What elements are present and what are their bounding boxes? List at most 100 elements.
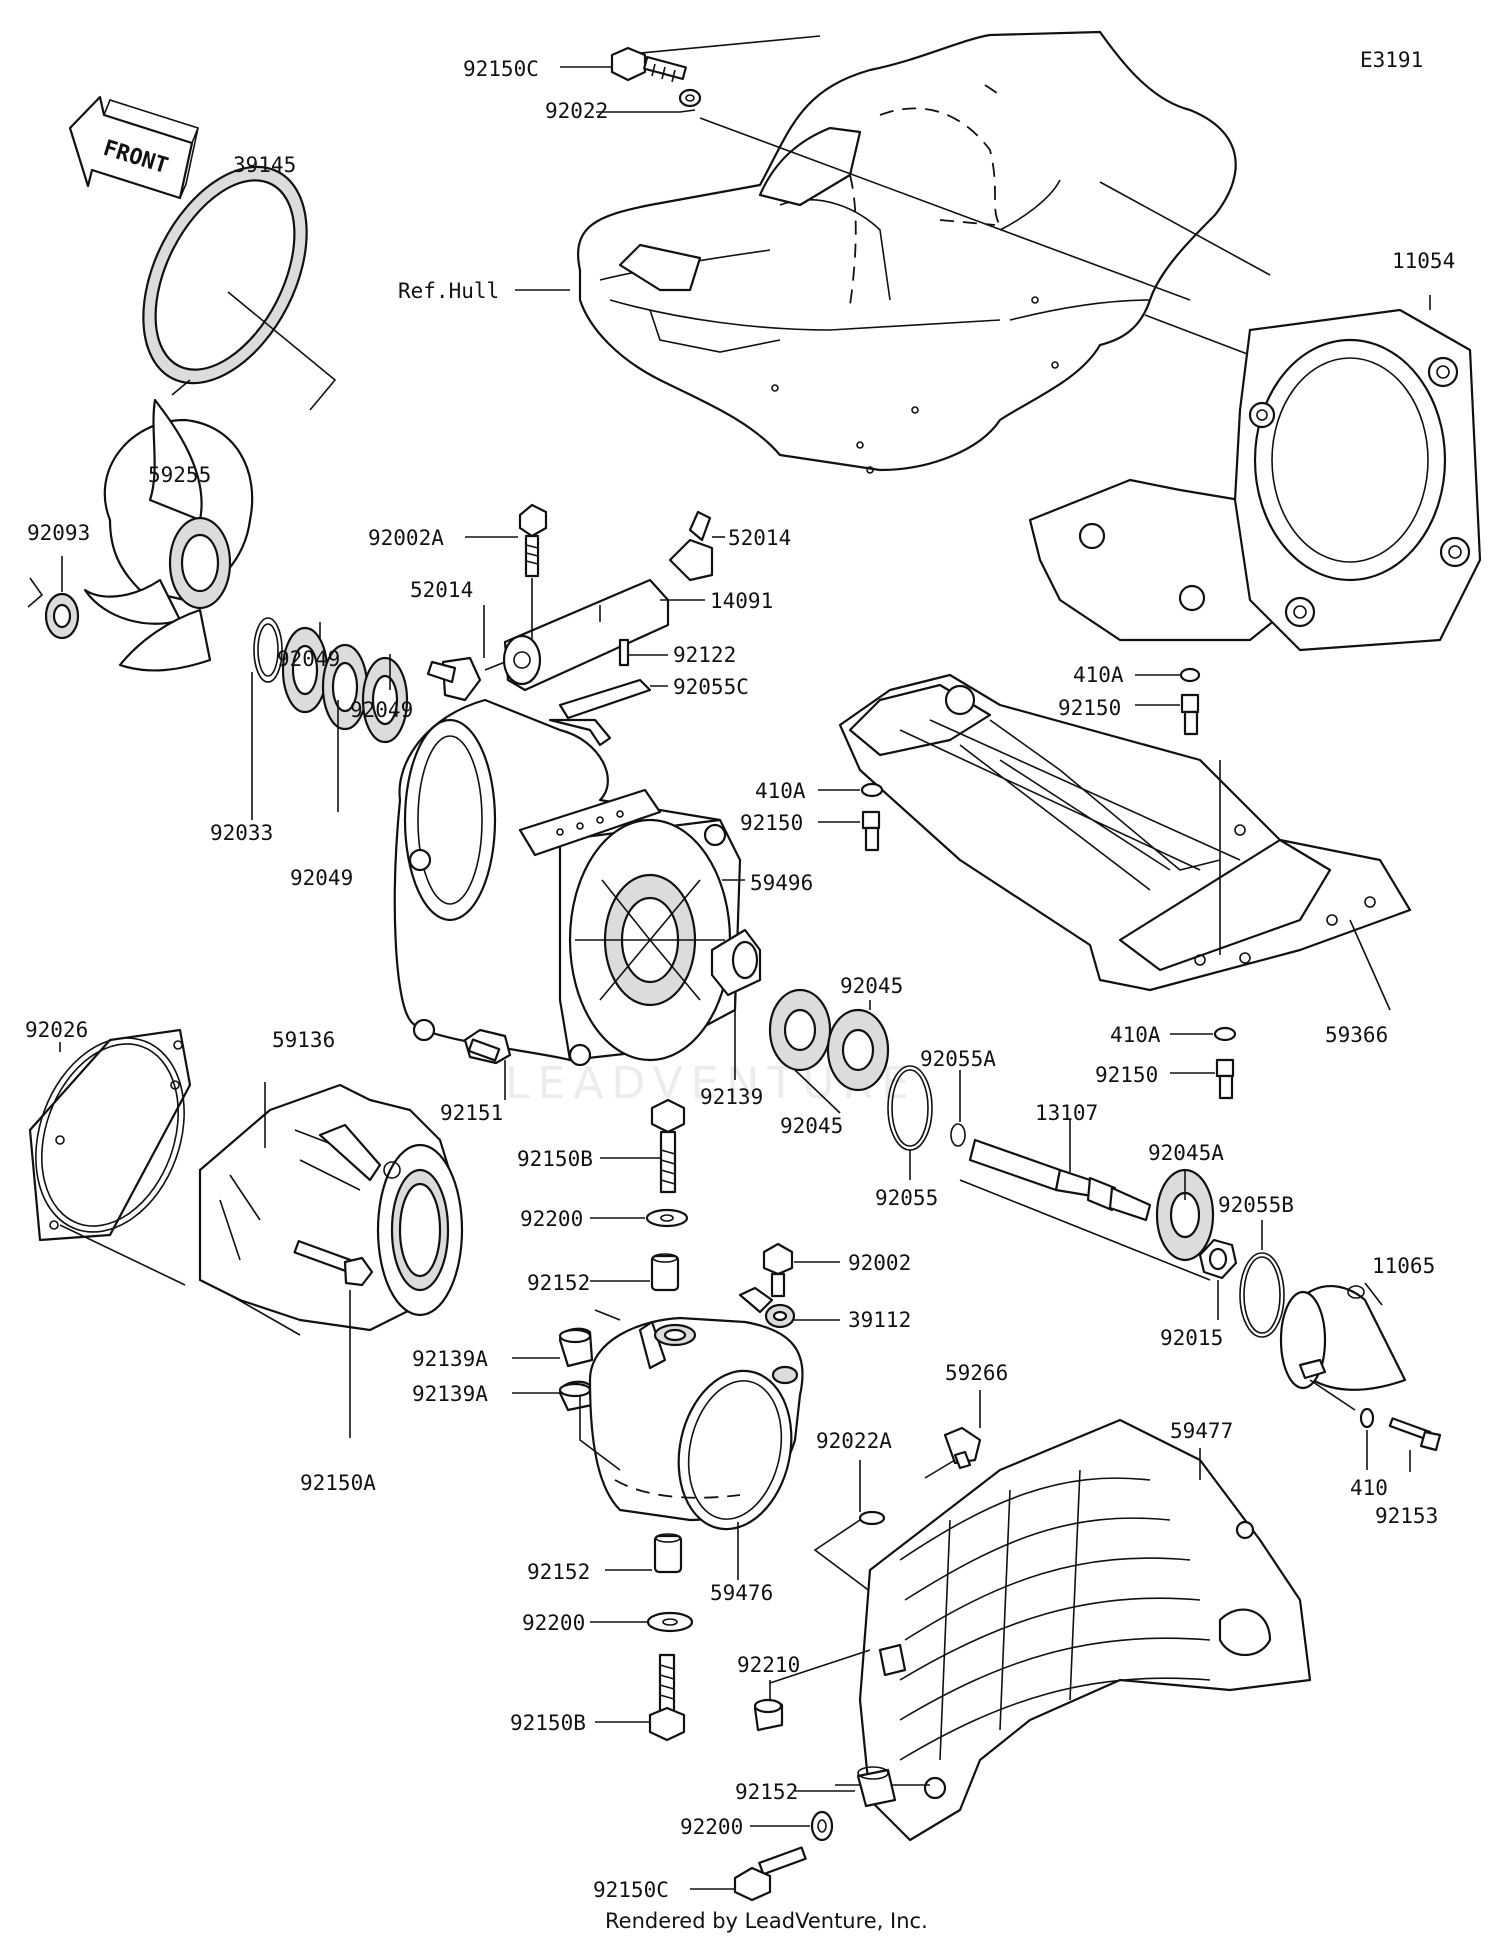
label-59136: 59136: [272, 1028, 335, 1052]
label-92152-bottom: 92152: [735, 1780, 798, 1804]
label-92049-b: 92049: [350, 698, 413, 722]
part-92055A-o-ring: [950, 1070, 966, 1147]
part-410A-92150-set-2: [818, 782, 884, 852]
label-52014-left: 52014: [410, 578, 473, 602]
part-92210-collar: [753, 1680, 784, 1732]
label-92055: 92055: [875, 1186, 938, 1210]
label-92122: 92122: [673, 643, 736, 667]
label-410A-3: 410A: [1110, 1023, 1161, 1047]
label-92055B: 92055B: [1218, 1193, 1294, 1217]
part-92093-nut: [44, 556, 80, 640]
footer-credit: Rendered by LeadVenture, Inc.: [605, 1909, 928, 1933]
label-59496: 59496: [750, 871, 813, 895]
front-arrow-icon: FRONT: [68, 95, 200, 200]
part-labels: 92150C 92022 39145 Ref.Hull 11054 92093 …: [25, 57, 1455, 1902]
part-92200-washer-bottom: [750, 1810, 834, 1842]
part-92151-bolt: [463, 1028, 512, 1100]
part-59477-reverse-bucket: [769, 1418, 1312, 1842]
part-92045-bearings: [768, 988, 890, 1114]
label-92200-bottom: 92200: [680, 1815, 743, 1839]
part-92150A-bolt: [293, 1240, 374, 1438]
part-14091-bypass-fitting: [502, 578, 705, 692]
label-59266: 59266: [945, 1361, 1008, 1385]
label-92022: 92022: [545, 99, 608, 123]
label-92045-a: 92045: [840, 974, 903, 998]
part-13107-shaft: [959, 1120, 1211, 1281]
label-92045-b: 92045: [780, 1114, 843, 1138]
label-92139A-1: 92139A: [412, 1347, 488, 1371]
part-92200-washer-mid: [590, 1611, 694, 1633]
part-92026-gasket: [28, 1028, 192, 1286]
part-59266-fitting: [924, 1390, 982, 1479]
label-92022A: 92022A: [816, 1429, 892, 1453]
part-92122-pin: [618, 638, 668, 667]
label-410: 410: [1350, 1476, 1388, 1500]
label-92150C-bottom: 92150C: [593, 1878, 669, 1902]
part-92139A-bushing-1: [512, 1327, 594, 1368]
label-92139: 92139: [700, 1085, 763, 1109]
part-92015-nut: [1198, 1238, 1238, 1320]
part-92022-washer-top: [596, 88, 702, 113]
label-92055C: 92055C: [673, 675, 749, 699]
part-92055-o-ring: [887, 1065, 933, 1180]
label-59255: 59255: [148, 463, 211, 487]
label-92150-1: 92150: [1058, 696, 1121, 720]
part-39145-seal-ring: [142, 165, 337, 411]
label-92055A: 92055A: [920, 1047, 996, 1071]
label-92026: 92026: [25, 1018, 88, 1042]
part-92152-collar-top: [590, 1253, 680, 1292]
part-59366-pump-duct: [838, 673, 1412, 1011]
label-92002A: 92002A: [368, 526, 444, 550]
label-92139A-2: 92139A: [412, 1382, 488, 1406]
part-59496-pump-body: [393, 698, 745, 1067]
part-410-washer: [1359, 1407, 1375, 1470]
part-92055B-o-ring: [1239, 1220, 1285, 1338]
part-92152-collar-mid: [605, 1533, 683, 1574]
hull-illustration: [577, 30, 1237, 474]
label-59476: 59476: [710, 1581, 773, 1605]
label-92045A: 92045A: [1148, 1141, 1224, 1165]
label-ref-hull: Ref.Hull: [398, 279, 499, 303]
part-52014-fitting-left: [426, 605, 506, 702]
label-92150C-top: 92150C: [463, 57, 539, 81]
part-59255-impeller: [27, 379, 254, 672]
label-59477: 59477: [1170, 1419, 1233, 1443]
part-52014-fitting-right: [668, 510, 725, 582]
label-92152-mid: 92152: [527, 1560, 590, 1584]
part-39112-joint: [738, 1286, 840, 1329]
label-92210: 92210: [737, 1653, 800, 1677]
part-92049-oil-seals: [281, 622, 409, 812]
label-39145: 39145: [233, 153, 296, 177]
label-92150-2: 92150: [740, 811, 803, 835]
part-410A-92150-set-3: [1170, 1026, 1237, 1100]
label-92093: 92093: [27, 521, 90, 545]
part-92152-collar-bottom: [795, 1766, 897, 1808]
part-92200-washer-top: [590, 1208, 689, 1228]
label-11054: 11054: [1392, 249, 1455, 273]
part-92139-bushing: [710, 928, 762, 1080]
label-39112: 39112: [848, 1308, 911, 1332]
label-59366: 59366: [1325, 1023, 1388, 1047]
part-92150B-bolt-top: [600, 1098, 686, 1194]
part-92002A-bolt: [465, 503, 548, 640]
label-92150A: 92150A: [300, 1471, 376, 1495]
part-410A-92150-set-1: [1135, 667, 1201, 736]
label-92150B-bottom: 92150B: [510, 1711, 586, 1735]
label-52014-right: 52014: [728, 526, 791, 550]
label-92151: 92151: [440, 1101, 503, 1125]
part-92153-screw: [1388, 1417, 1442, 1472]
part-92150C-bolt-top: [560, 46, 687, 83]
part-59136-stator: [198, 1082, 464, 1336]
part-92150B-bolt-bottom: [595, 1653, 686, 1742]
part-92055C-gasket: [558, 678, 668, 720]
label-92150B-top: 92150B: [517, 1147, 593, 1171]
label-13107: 13107: [1035, 1101, 1098, 1125]
label-92152-top: 92152: [527, 1271, 590, 1295]
label-92033: 92033: [210, 821, 273, 845]
part-92045A-bearing: [1155, 1168, 1215, 1262]
label-92153: 92153: [1375, 1504, 1438, 1528]
label-14091: 14091: [710, 589, 773, 613]
label-92200-mid: 92200: [522, 1611, 585, 1635]
label-410A-1: 410A: [1073, 663, 1124, 687]
